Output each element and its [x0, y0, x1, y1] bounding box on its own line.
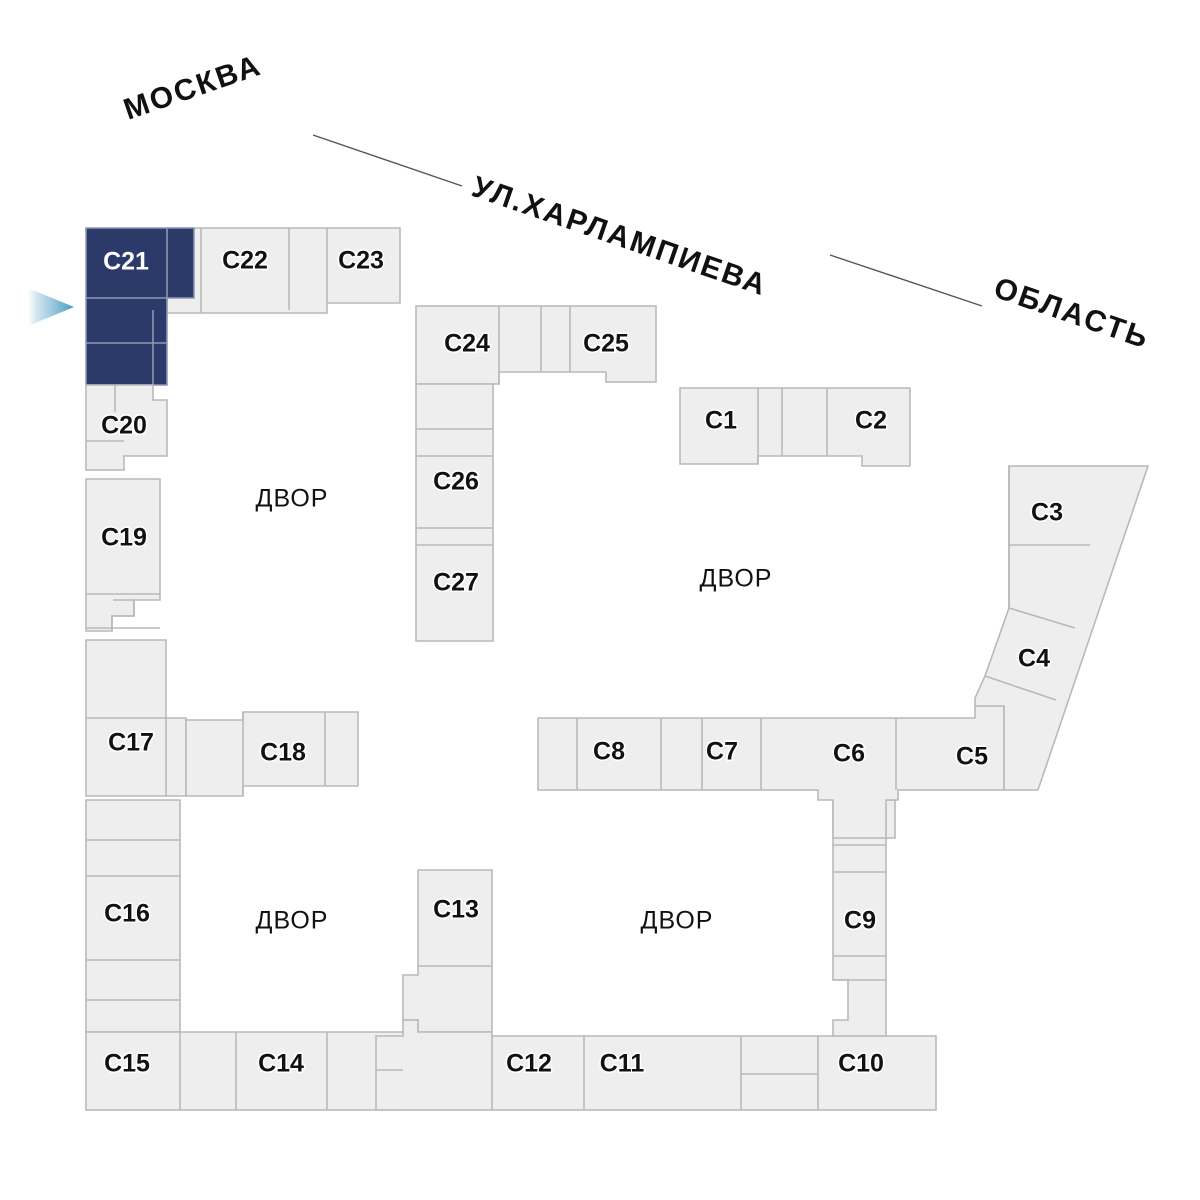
building-block-c9[interactable]: [832, 799, 896, 1037]
street-label-kharlampieva: УЛ.ХАРЛАМПИЕВА: [468, 170, 772, 302]
unit-label-c19[interactable]: C19: [99, 522, 148, 553]
street-label-oblast: ОБЛАСТЬ: [990, 271, 1154, 355]
building-block-c21[interactable]: [85, 227, 195, 386]
street-label-text: ОБЛАСТЬ: [990, 271, 1154, 355]
unit-label-c9[interactable]: C9: [842, 905, 877, 936]
building-block-c5-c8[interactable]: [537, 705, 1005, 839]
unit-label-c24[interactable]: C24: [442, 328, 491, 359]
building-block-c20[interactable]: [85, 384, 168, 471]
building-block-c12-c11-c10[interactable]: [375, 1019, 937, 1111]
unit-label-c13[interactable]: C13: [431, 894, 480, 925]
building-block-c3-c4[interactable]: [974, 465, 1150, 791]
unit-label-c16[interactable]: C16: [102, 898, 151, 929]
street-label-moskva: МОСКВА: [120, 49, 266, 127]
unit-label-c18[interactable]: C18: [258, 737, 307, 768]
unit-label-c22[interactable]: C22: [220, 245, 269, 276]
unit-label-c17[interactable]: C17: [106, 727, 155, 758]
unit-label-c23[interactable]: C23: [336, 245, 385, 276]
unit-label-c11[interactable]: C11: [598, 1048, 646, 1079]
street-leader-lines: [312, 134, 983, 307]
unit-label-c20[interactable]: C20: [99, 410, 148, 441]
leader-oblast: [829, 254, 983, 307]
yard-label-sw: ДВОР: [256, 907, 329, 935]
street-label-text: УЛ.ХАРЛАМПИЕВА: [468, 170, 772, 302]
unit-label-c10[interactable]: C10: [836, 1048, 885, 1079]
unit-label-c27[interactable]: C27: [431, 567, 480, 598]
building-block-c26-c27[interactable]: [415, 383, 494, 642]
building-block-c1-c2[interactable]: [679, 387, 911, 467]
unit-label-c1[interactable]: C1: [703, 405, 738, 436]
unit-label-c7[interactable]: C7: [704, 736, 739, 767]
unit-label-c21[interactable]: C21: [101, 246, 150, 277]
unit-label-c4[interactable]: C4: [1016, 643, 1051, 674]
yard-label-nw: ДВОР: [256, 485, 329, 513]
unit-label-c25[interactable]: C25: [581, 328, 630, 359]
leader-moskva: [312, 134, 463, 187]
building-block-c13[interactable]: [402, 869, 493, 1033]
entrance-arrow-icon[interactable]: [28, 288, 74, 326]
unit-label-c15[interactable]: C15: [102, 1048, 151, 1079]
unit-label-c2[interactable]: C2: [853, 405, 888, 436]
building-block-c16[interactable]: [85, 799, 181, 1033]
unit-label-c12[interactable]: C12: [504, 1048, 553, 1079]
building-block-c19[interactable]: [85, 478, 161, 632]
unit-label-c6[interactable]: C6: [831, 738, 866, 769]
street-label-text: МОСКВА: [120, 49, 266, 127]
unit-label-c5[interactable]: C5: [954, 741, 989, 772]
unit-label-c3[interactable]: C3: [1029, 497, 1064, 528]
unit-label-c26[interactable]: C26: [431, 466, 480, 497]
building-block-c18[interactable]: [185, 711, 359, 797]
unit-label-c8[interactable]: C8: [591, 736, 626, 767]
yard-label-ne: ДВОР: [700, 565, 773, 593]
yard-label-se: ДВОР: [641, 907, 714, 935]
unit-label-c14[interactable]: C14: [256, 1048, 305, 1079]
building-block-c17[interactable]: [85, 639, 187, 797]
